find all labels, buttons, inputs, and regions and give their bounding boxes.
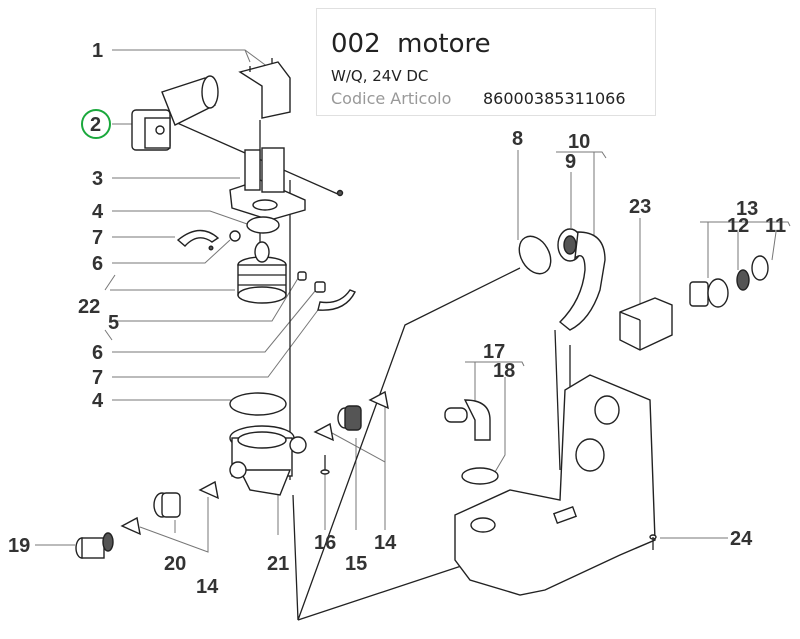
callout-22[interactable]: 22 — [78, 296, 100, 318]
part-info-panel: 002 motore W/Q, 24V DC Codice Articolo 8… — [316, 8, 656, 116]
part-10-elbow-hose[interactable] — [557, 228, 606, 331]
part-15-filter[interactable] — [337, 405, 362, 431]
callout-14[interactable]: 14 — [374, 532, 397, 554]
part-19-hose-connector[interactable] — [75, 532, 114, 559]
part-4-oring-top[interactable] — [246, 216, 280, 234]
callout-3[interactable]: 3 — [92, 168, 103, 190]
part-23-control-box[interactable] — [619, 297, 673, 351]
part-18-grommet[interactable] — [461, 467, 499, 485]
part-4-oring-bottom[interactable] — [229, 392, 287, 416]
callout-19[interactable]: 19 — [8, 535, 30, 557]
callout-20[interactable]: 20 — [164, 553, 186, 575]
callout-labels: 1 2 3 4 7 6 22 5 6 7 4 8 10 9 23 13 12 1… — [8, 40, 786, 598]
part-code-label: Codice Articolo — [331, 89, 452, 108]
callout-2[interactable]: 2 — [90, 114, 101, 136]
callout-9[interactable]: 9 — [565, 151, 576, 173]
callout-24[interactable]: 24 — [730, 528, 753, 550]
callout-6[interactable]: 6 — [92, 253, 103, 275]
callout-12[interactable]: 12 — [727, 215, 749, 237]
callout-10[interactable]: 10 — [568, 131, 590, 153]
part-3-bracket[interactable] — [229, 147, 344, 221]
part-8-hose-clamp[interactable] — [513, 231, 557, 280]
part-14-valves[interactable] — [120, 390, 389, 536]
part-code-value: 86000385311066 — [483, 89, 626, 108]
callout-8[interactable]: 8 — [512, 128, 523, 150]
part-1-cover[interactable] — [238, 58, 291, 119]
part-title: 002 motore — [331, 29, 491, 59]
callout-18[interactable]: 18 — [493, 360, 515, 382]
callout-4[interactable]: 4 — [92, 390, 104, 412]
callout-15[interactable]: 15 — [345, 553, 367, 575]
tank[interactable] — [454, 374, 656, 596]
part-24-screw[interactable] — [649, 534, 657, 550]
callout-11[interactable]: 11 — [765, 215, 786, 237]
callout-1[interactable]: 1 — [92, 40, 103, 62]
callout-5[interactable]: 5 — [108, 312, 119, 334]
part-13-sensor-assembly[interactable] — [689, 255, 769, 308]
part-2-motor[interactable] — [131, 75, 219, 151]
selected-highlight-ring — [81, 109, 111, 139]
part-5-piston[interactable] — [237, 241, 287, 304]
callout-7[interactable]: 7 — [92, 227, 103, 249]
callout-17[interactable]: 17 — [483, 341, 505, 363]
part-6-fasteners[interactable] — [208, 230, 326, 293]
callout-6[interactable]: 6 — [92, 342, 103, 364]
part-subtitle: W/Q, 24V DC — [331, 67, 429, 85]
part-20-nut[interactable] — [153, 492, 181, 518]
callout-21[interactable]: 21 — [267, 553, 289, 575]
callout-7[interactable]: 7 — [92, 367, 103, 389]
part-17-elbow-fitting[interactable] — [444, 399, 491, 441]
part-7-clamp-right[interactable] — [317, 289, 356, 311]
part-16-screw[interactable] — [320, 455, 330, 475]
callout-14[interactable]: 14 — [196, 576, 219, 598]
part-7-clamp-left[interactable] — [176, 229, 220, 247]
part-21-pump-housing[interactable] — [229, 425, 307, 496]
callout-13[interactable]: 13 — [736, 198, 758, 220]
callout-4[interactable]: 4 — [92, 201, 104, 223]
callout-23[interactable]: 23 — [629, 196, 651, 218]
callout-16[interactable]: 16 — [314, 532, 336, 554]
